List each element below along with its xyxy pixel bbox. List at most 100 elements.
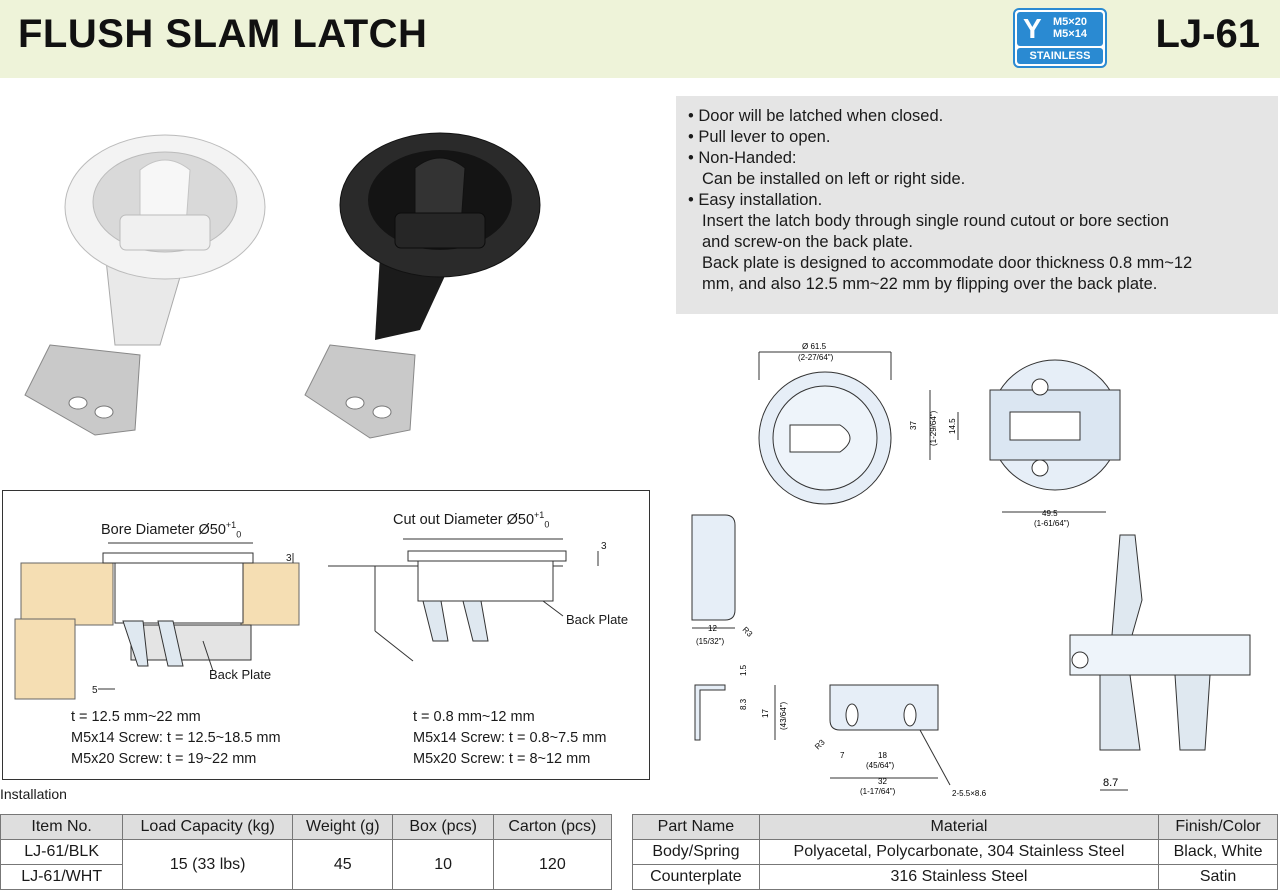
table-header-row: Part Name Material Finish/Color [632,814,1278,840]
back-plate-label-right: Back Plate [566,612,629,627]
col-load: Load Capacity (kg) [122,814,294,840]
stainless-badge: Y M5×20 M5×14 STAINLESS [1013,8,1107,68]
finish-cell: Black, White [1158,839,1278,865]
back-w-in-label: (1-61/64") [1034,519,1070,528]
feature-list: • Door will be latched when closed. • Pu… [676,96,1278,314]
col-part-name: Part Name [632,814,760,840]
spec-table: Item No. Load Capacity (kg) Weight (g) B… [0,814,613,890]
part-name-cell: Counterplate [632,864,760,890]
back-inner-label: 14.5 [948,418,957,434]
back-plate-label-left: Back Plate [209,667,272,682]
right-spec-2: M5x14 Screw: t = 0.8~7.5 mm [413,730,607,746]
col-material: Material [758,814,1160,840]
weight-value: 45 [292,839,394,890]
item-wht: LJ-61/WHT [0,864,124,890]
box-value: 10 [392,839,494,890]
side-view-drawing [691,514,736,629]
product-photos [24,132,541,439]
dim-3-left-label: 3 [286,553,292,564]
side-w-label: 12 [708,624,717,633]
col-carton: Carton (pcs) [492,814,613,840]
installation-drawing-box: Bore Diameter Ø50+10 Back Plate 5 3 t = … [2,490,650,780]
white-latch-image [64,134,266,346]
carton-value: 120 [492,839,613,890]
back-w-label: 49.5 [1042,509,1058,518]
bore-tol-top: +1 [225,520,237,530]
slots-label: 2-5.5×8.6 [952,789,987,798]
feature-line: • Pull lever to open. [688,128,831,146]
y-mark-icon: Y [1023,13,1042,44]
right-spec-1: t = 0.8 mm~12 mm [413,709,535,725]
badge-size-2: M5×14 [1053,28,1087,40]
cutout-tol-bot: 0 [544,519,550,530]
part-name-cell: Body/Spring [632,839,760,865]
back-h-label: 37 [909,421,918,430]
counterplate-drawing [829,684,951,786]
col-item-no: Item No. [0,814,124,840]
table-row: Counterplate 316 Stainless Steel Satin [632,864,1278,890]
col-finish: Finish/Color [1158,814,1278,840]
white-backplate-image [24,344,141,436]
latch-section-drawing [1069,534,1251,791]
feature-line: • Easy installation. [688,191,823,209]
bracket-15-label: 1.5 [739,664,748,676]
left-spec-2: M5x14 Screw: t = 12.5~18.5 mm [71,730,281,746]
plate-18-label: 18 [878,751,887,760]
feature-line: Back plate is designed to accommodate do… [702,254,1193,272]
bore-diameter-label: Bore Diameter Ø50 [101,521,226,538]
side-r-label: R3 [741,625,755,639]
load-value: 15 (33 lbs) [122,839,294,890]
product-code: LJ-61 [1155,12,1261,56]
left-spec-1: t = 12.5 mm~22 mm [71,709,201,725]
installation-caption: Installation [0,786,67,802]
badge-label: STAINLESS [1017,48,1103,64]
back-view-drawing [929,359,1121,513]
plate-18-in-label: (45/64") [866,761,895,770]
dim-3-right-label: 3 [601,541,607,552]
item-blk: LJ-61/BLK [0,839,124,865]
finish-cell: Satin [1158,864,1278,890]
front-dia-label: Ø 61.5 [802,342,827,351]
feature-line: • Non-Handed: [688,149,797,167]
right-spec-3: M5x20 Screw: t = 8~12 mm [413,751,591,767]
col-weight: Weight (g) [292,814,394,840]
black-latch-image [339,132,541,340]
back-h-in-label: (1-29/64") [929,410,938,446]
feature-line: Insert the latch body through single rou… [702,212,1169,230]
product-title: FLUSH SLAM LATCH [18,12,428,56]
cutout-diameter-label: Cut out Diameter Ø50 [393,511,535,528]
feature-line: • Door will be latched when closed. [688,107,944,125]
table-row: LJ-61/BLK 15 (33 lbs) 45 10 120 [0,839,613,890]
bracket-83-label: 8.3 [739,698,748,710]
table-row: Body/Spring Polyacetal, Polycarbonate, 3… [632,839,1278,865]
badge-size-1: M5×20 [1053,16,1087,28]
installation-drawings [14,538,599,700]
latch-87-label: 8.7 [1103,777,1118,789]
front-dia-in-label: (2-27/64") [798,353,834,362]
col-box: Box (pcs) [392,814,494,840]
cutout-install-drawing [328,538,599,662]
bore-tol-bot: 0 [236,529,242,540]
bracket-17-in-label: (43/64") [779,701,788,730]
black-backplate-image [304,344,416,439]
plate-32-in-label: (1-17/64") [860,787,896,796]
bracket-side-drawing [694,684,776,741]
front-view-drawing [758,351,892,505]
feature-line: Can be installed on left or right side. [702,170,966,188]
table-header-row: Item No. Load Capacity (kg) Weight (g) B… [0,814,613,840]
left-spec-3: M5x20 Screw: t = 19~22 mm [71,751,257,767]
plate-32-label: 32 [878,777,887,786]
cutout-tol-top: +1 [534,510,545,520]
feature-line: and screw-on the back plate. [702,233,913,251]
bore-install-drawing [14,542,300,700]
table-row: LJ-61/WHT [0,864,612,890]
material-cell: Polyacetal, Polycarbonate, 304 Stainless… [758,839,1160,865]
header-bar: FLUSH SLAM LATCH Y M5×20 M5×14 STAINLESS… [0,0,1280,78]
bracket-17-label: 17 [761,709,770,718]
feature-line: mm, and also 12.5 mm~22 mm by flipping o… [702,275,1158,293]
material-cell: 316 Stainless Steel [758,864,1160,890]
dim-5-label: 5 [92,685,98,696]
plate-r-label: R3 [813,737,827,751]
material-table: Part Name Material Finish/Color Body/Spr… [632,814,1278,890]
technical-drawings: Ø 61.5 (2-27/64") 37 (1-29/64") 14.5 49.… [691,342,1251,798]
